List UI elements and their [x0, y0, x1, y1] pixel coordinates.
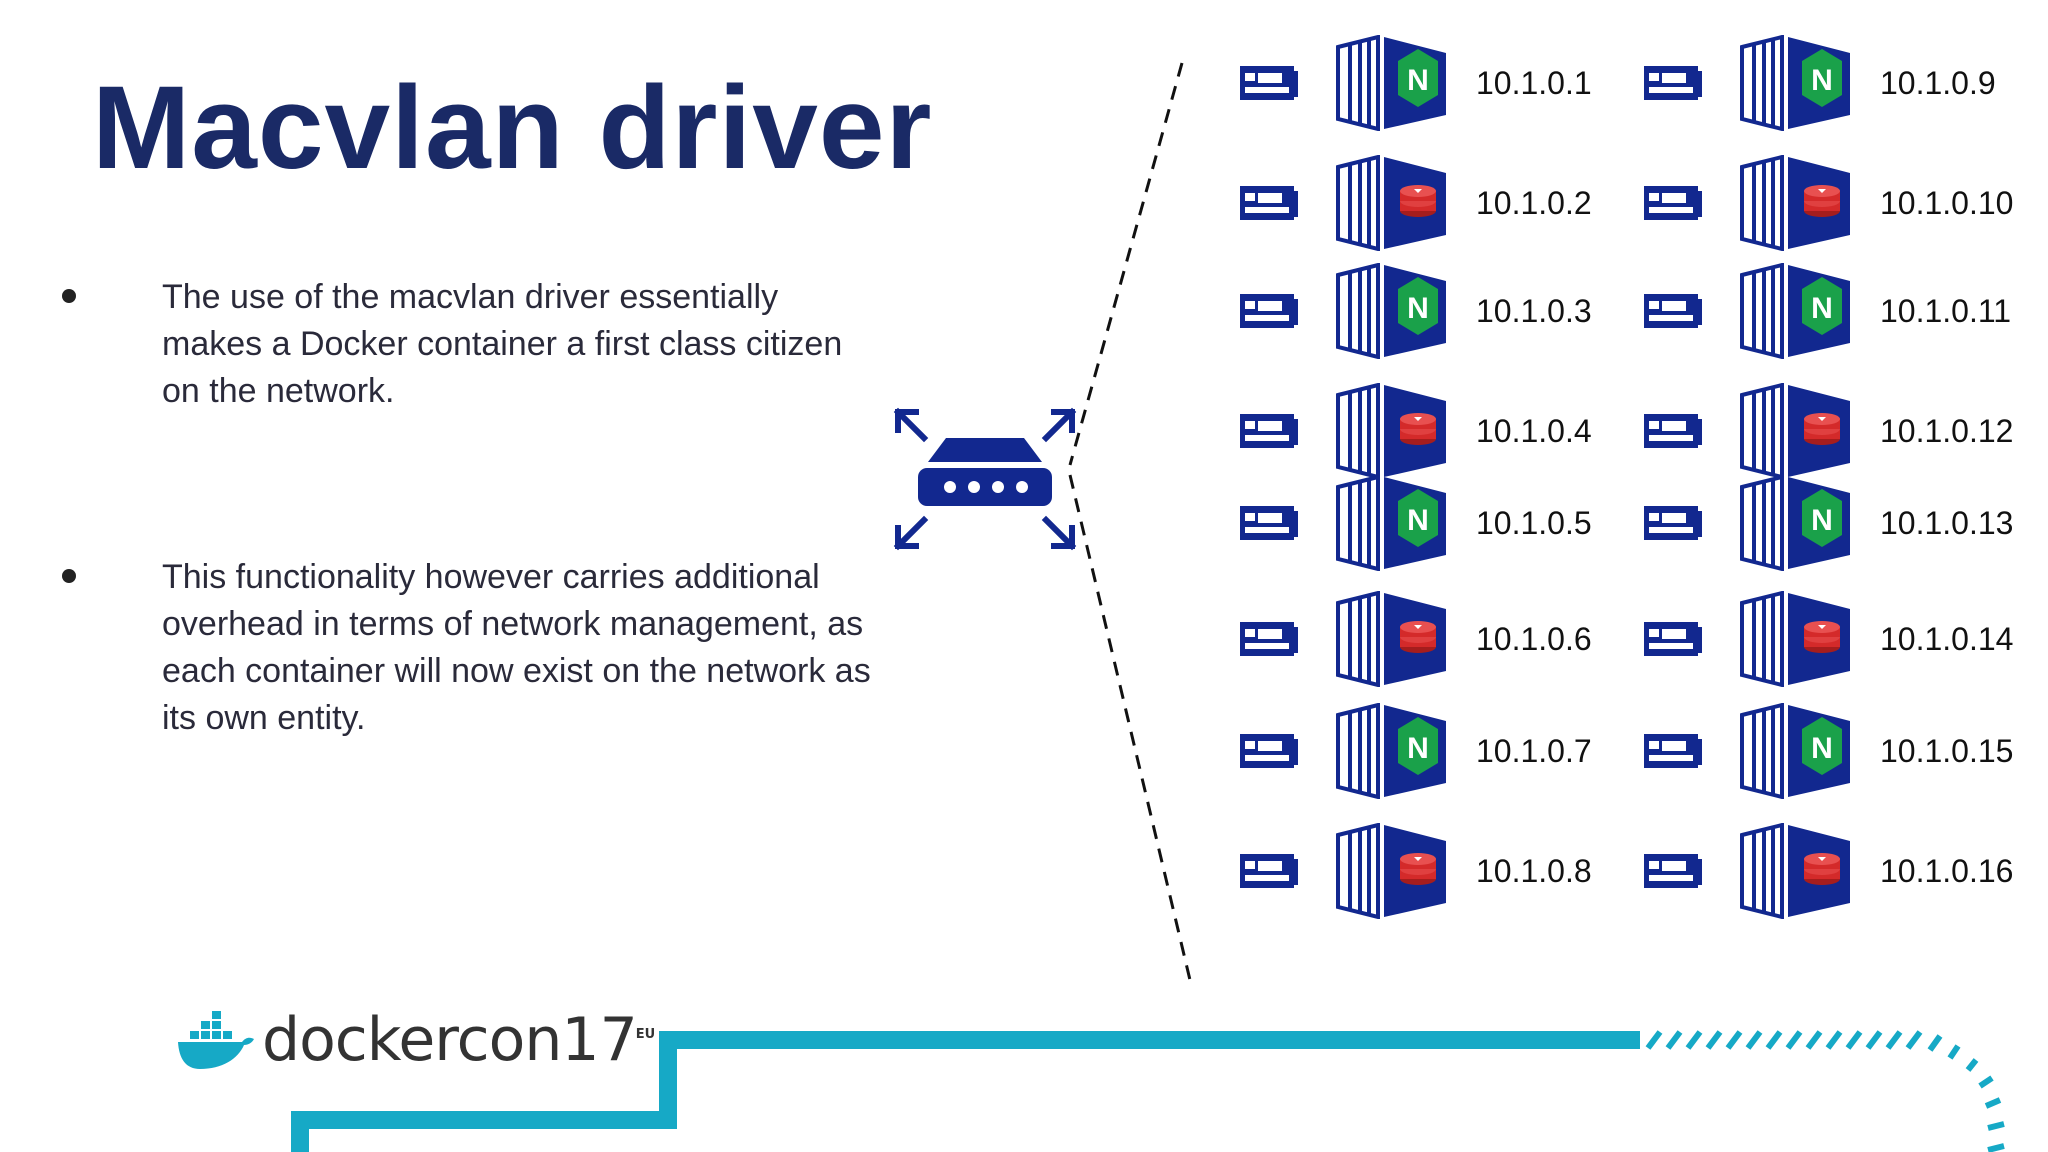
container-entry: 10.1.0.4: [1240, 382, 1636, 480]
network-card-icon: [1644, 503, 1702, 543]
ip-address: 10.1.0.5: [1476, 504, 1592, 541]
container-grid: N 10.1.0.1 10.1.0.2 N 10.1.0.3 10.1.0.4: [1240, 34, 2040, 1015]
svg-text:N: N: [1811, 504, 1833, 537]
nginx-container-icon: N: [1334, 702, 1446, 800]
svg-text:N: N: [1407, 504, 1429, 537]
network-card-icon: [1644, 731, 1702, 771]
nginx-container-icon: N: [1334, 474, 1446, 572]
network-card-icon: [1240, 731, 1298, 771]
bullet-text: The use of the macvlan driver essentiall…: [162, 278, 843, 410]
container-entry: 10.1.0.10: [1644, 154, 2040, 252]
ip-address: 10.1.0.10: [1880, 184, 2014, 221]
logo-region: EU: [635, 1027, 656, 1042]
network-card-icon: [1644, 63, 1702, 103]
network-card-icon: [1240, 503, 1298, 543]
ip-address: 10.1.0.6: [1476, 620, 1592, 657]
container-entry: N 10.1.0.3: [1240, 262, 1636, 360]
redis-container-icon: [1738, 154, 1850, 252]
ip-address: 10.1.0.14: [1880, 620, 2014, 657]
docker-whale-icon: [178, 1011, 254, 1069]
bullet-dot: [62, 569, 76, 583]
network-card-icon: [1644, 291, 1702, 331]
bullet-text: This functionality however carries addit…: [162, 558, 871, 737]
connection-lines: [1068, 62, 1192, 981]
ip-address: 10.1.0.7: [1476, 732, 1592, 769]
container-entry: 10.1.0.2: [1240, 154, 1636, 252]
nginx-container-icon: N: [1738, 262, 1850, 360]
redis-container-icon: [1738, 382, 1850, 480]
network-card-icon: [1240, 291, 1298, 331]
bullet-item: The use of the macvlan driver essentiall…: [62, 274, 842, 410]
network-card-icon: [1240, 851, 1298, 891]
container-entry: N 10.1.0.1: [1240, 34, 1636, 132]
network-card-icon: [1644, 619, 1702, 659]
ip-address: 10.1.0.2: [1476, 184, 1592, 221]
svg-text:N: N: [1407, 64, 1429, 97]
container-entry: N 10.1.0.7: [1240, 702, 1636, 800]
ip-address: 10.1.0.1: [1476, 64, 1592, 101]
ip-address: 10.1.0.15: [1880, 732, 2014, 769]
network-card-icon: [1240, 411, 1298, 451]
redis-container-icon: [1334, 822, 1446, 920]
container-entry: N 10.1.0.13: [1644, 474, 2040, 572]
svg-text:N: N: [1407, 732, 1429, 765]
nginx-container-icon: N: [1738, 702, 1850, 800]
network-card-icon: [1240, 619, 1298, 659]
network-card-icon: [1240, 183, 1298, 223]
redis-container-icon: [1334, 590, 1446, 688]
logo-number: 17: [561, 1005, 638, 1075]
redis-container-icon: [1738, 590, 1850, 688]
nginx-container-icon: N: [1334, 34, 1446, 132]
dockercon-logo: dockercon 17 EU: [176, 1005, 655, 1075]
nginx-container-icon: N: [1334, 262, 1446, 360]
network-card-icon: [1644, 851, 1702, 891]
logo-wordmark: dockercon: [262, 1005, 562, 1075]
container-entry: 10.1.0.14: [1644, 590, 2040, 688]
container-entry: N 10.1.0.11: [1644, 262, 2040, 360]
redis-container-icon: [1334, 154, 1446, 252]
container-entry: N 10.1.0.5: [1240, 474, 1636, 572]
bullet-dot: [62, 289, 76, 303]
container-entry: 10.1.0.16: [1644, 822, 2040, 920]
nginx-container-icon: N: [1738, 474, 1850, 572]
container-entry: 10.1.0.8: [1240, 822, 1636, 920]
container-entry: N 10.1.0.9: [1644, 34, 2040, 132]
nginx-container-icon: N: [1738, 34, 1850, 132]
network-switch-icon: [893, 407, 1077, 551]
bullet-item: This functionality however carries addit…: [62, 554, 871, 737]
network-card-icon: [1240, 63, 1298, 103]
ip-address: 10.1.0.13: [1880, 504, 2014, 541]
container-entry: 10.1.0.12: [1644, 382, 2040, 480]
ip-address: 10.1.0.3: [1476, 292, 1592, 329]
slide-title: Macvlan driver: [92, 62, 933, 194]
ip-address: 10.1.0.8: [1476, 852, 1592, 889]
ip-address: 10.1.0.11: [1880, 292, 2012, 329]
redis-container-icon: [1334, 382, 1446, 480]
container-entry: N 10.1.0.15: [1644, 702, 2040, 800]
ip-address: 10.1.0.12: [1880, 412, 2014, 449]
svg-text:N: N: [1811, 292, 1833, 325]
ip-address: 10.1.0.9: [1880, 64, 1996, 101]
network-card-icon: [1644, 411, 1702, 451]
svg-text:N: N: [1811, 732, 1833, 765]
container-entry: 10.1.0.6: [1240, 590, 1636, 688]
ip-address: 10.1.0.16: [1880, 852, 2014, 889]
redis-container-icon: [1738, 822, 1850, 920]
svg-text:N: N: [1811, 64, 1833, 97]
ip-address: 10.1.0.4: [1476, 412, 1592, 449]
network-card-icon: [1644, 183, 1702, 223]
svg-text:N: N: [1407, 292, 1429, 325]
